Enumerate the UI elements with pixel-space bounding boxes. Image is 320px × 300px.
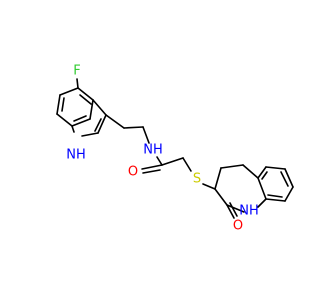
sulfur-atom-label: S (193, 172, 201, 187)
molecule-structure: F NH NH O S O NH (0, 0, 300, 300)
bond (229, 202, 238, 217)
bond (56, 113, 73, 127)
bond (79, 94, 92, 105)
bond (284, 168, 294, 188)
bond (214, 167, 222, 190)
bond (59, 87, 79, 96)
bond (97, 114, 107, 134)
bond (265, 166, 286, 170)
bond (267, 194, 283, 198)
bond (76, 78, 79, 89)
bond (284, 186, 294, 202)
bond (141, 164, 163, 170)
bond (89, 99, 94, 120)
bond (123, 126, 144, 129)
bond (214, 188, 228, 206)
bond (94, 118, 102, 132)
bond (226, 204, 235, 219)
bond (142, 169, 161, 174)
bond (261, 171, 268, 180)
bond (242, 164, 259, 179)
bond (257, 177, 267, 200)
bond (71, 118, 91, 127)
indole-nh-label: NH (66, 148, 86, 163)
bond (73, 115, 87, 122)
amide-nh-label: NH (143, 143, 163, 158)
bond (61, 97, 65, 112)
bond (182, 157, 192, 172)
bond (161, 157, 184, 166)
lactam-nh-label: NH (239, 204, 259, 219)
bond (280, 171, 289, 187)
bond (265, 198, 286, 202)
amide-oxygen-label: O (128, 165, 138, 180)
bond (92, 99, 107, 116)
bond (56, 94, 61, 115)
bond (257, 166, 267, 179)
fluorine-atom-label: F (73, 64, 80, 79)
bond (226, 204, 245, 213)
bond (71, 125, 75, 133)
bond (220, 164, 244, 169)
bond (81, 132, 99, 137)
bond (77, 87, 94, 101)
bond (202, 183, 216, 190)
bond (105, 114, 125, 129)
lactam-oxygen-label: O (233, 219, 243, 234)
bond (142, 126, 150, 144)
bond (156, 156, 163, 166)
canvas-background (0, 0, 300, 300)
atom-labels: F NH NH O S O NH (66, 64, 259, 234)
bond (257, 198, 267, 208)
bond-lines (56, 78, 294, 219)
